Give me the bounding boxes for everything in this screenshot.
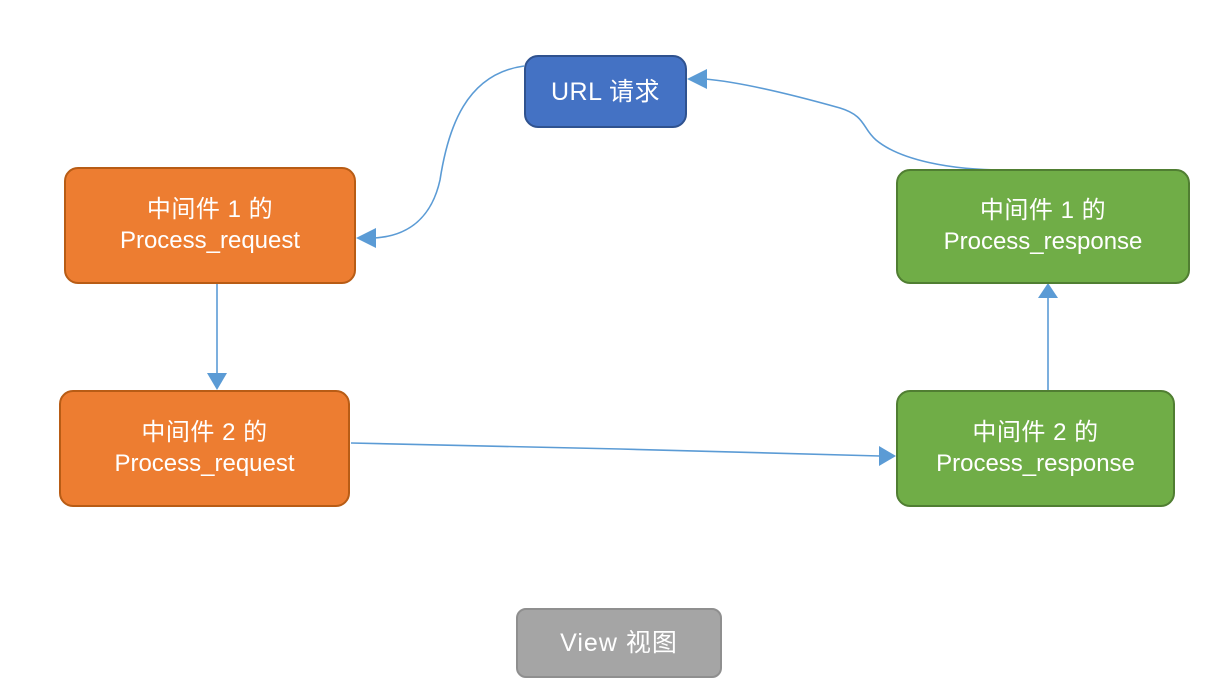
middleware-1-process-response-node[interactable]: 中间件 1 的 Process_response [896,169,1190,284]
edge-middleware-2-request-to-middleware-2-response [350,442,896,466]
middleware-1-response-method: Process_response [943,227,1143,255]
edge-middleware-1-response-to-url [687,69,1006,171]
middleware-1-response-title: 中间件 1 的 [979,196,1107,224]
middleware-2-process-response-node[interactable]: 中间件 2 的 Process_response [896,390,1175,507]
middleware-1-request-title: 中间件 1 的 [146,195,274,223]
url-request-label: URL 请求 [550,77,661,106]
middleware-2-request-title: 中间件 2 的 [141,418,268,446]
middleware-1-process-request-node[interactable]: 中间件 1 的 Process_request [64,167,356,284]
edge-middleware-1-request-to-middleware-2-request [207,284,227,390]
url-request-node[interactable]: URL 请求 [524,55,687,128]
middleware-1-request-method: Process_request [119,226,301,254]
middleware-2-response-title: 中间件 2 的 [972,418,1099,446]
view-node[interactable]: View 视图 [516,608,722,678]
view-label: View 视图 [560,629,678,657]
middleware-2-process-request-node[interactable]: 中间件 2 的 Process_request [59,390,350,507]
edge-middleware-2-response-to-middleware-1-response [1038,283,1058,390]
edge-url-to-middleware-1-request [356,65,525,248]
middleware-2-request-method: Process_request [114,449,295,477]
middleware-2-response-method: Process_response [936,449,1135,477]
